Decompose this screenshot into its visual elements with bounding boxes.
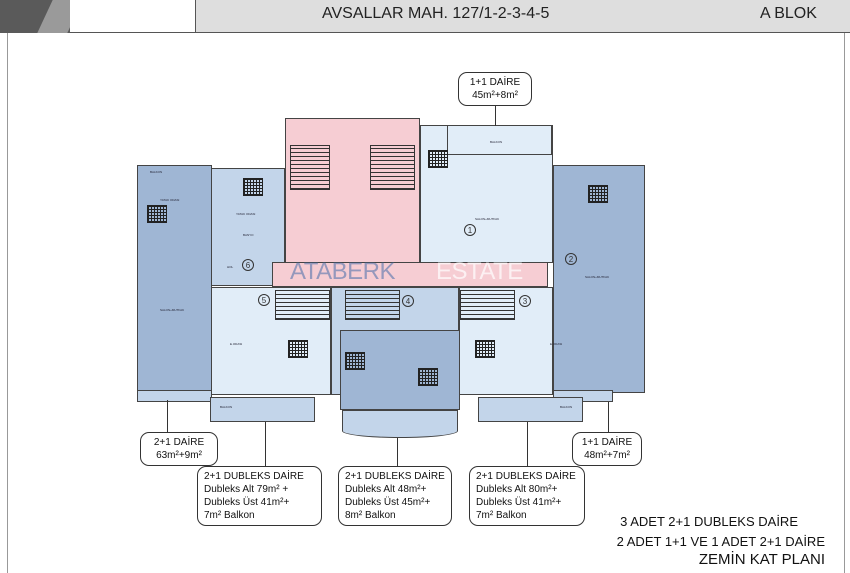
leader-line [167,400,168,432]
leader-line [397,438,398,466]
watermark-logo: ATABERK [290,258,395,285]
callout-unit-3: 2+1 DUBLEKS DAİRE Dubleks Alt 80m²+ Dubl… [469,466,585,526]
bed-icon [475,340,495,358]
summary-line-2: 2 ADET 1+1 VE 1 ADET 2+1 DAİRE [616,534,825,549]
duplex-stairs-5 [275,290,330,320]
callout-line: 7m² Balkon [204,510,255,521]
leader-line [527,422,528,466]
callout-unit-1: 1+1 DAİRE 45m²+8m² [458,72,532,106]
unit-number: 3 [519,295,531,307]
unit-number: 2 [565,253,577,265]
callout-area: 63m²+9m² [156,450,202,461]
room-label: SALON+MUTFAK [475,217,500,221]
callout-unit-5: 2+1 DUBLEKS DAİRE Dubleks Alt 79m² + Dub… [197,466,322,526]
drawing-frame [7,33,845,573]
callout-line: Dubleks Alt 79m² + [204,484,289,495]
callout-line: Dubleks Üst 45m²+ [345,497,431,508]
unit-number: 5 [258,294,270,306]
callout-unit-6: 2+1 DAİRE 63m²+9m² [140,432,218,466]
header-bar [195,0,850,33]
callout-line: 8m² Balkon [345,510,396,521]
bed-icon [243,178,263,196]
callout-area: 45m²+8m² [472,90,518,101]
callout-line: Dubleks Üst 41m²+ [476,497,562,508]
callout-line: Dubleks Üst 41m²+ [204,497,290,508]
bed-icon [418,368,438,386]
room-label: E.ODASI [550,342,563,346]
unit-1-balcony [447,125,552,155]
callout-line: 7m² Balkon [476,510,527,521]
bed-icon [147,205,167,223]
room-label: YATAK ODASI [236,212,256,216]
callout-title: 2+1 DAİRE [153,437,205,448]
callout-line: Dubleks Alt 80m²+ [476,484,558,495]
stairs-left [290,145,330,190]
callout-title: 1+1 DAİRE [581,437,633,448]
bed-icon [428,150,448,168]
project-title: AVSALLAR MAH. 127/1-2-3-4-5 [322,5,550,22]
leader-line [265,422,266,466]
callout-title: 2+1 DUBLEKS DAİRE [345,471,445,482]
summary-line-1: 3 ADET 2+1 DUBLEKS DAİRE [620,514,798,529]
room-label: E.ODASI [230,342,243,346]
unit-4-bay-balcony [342,410,458,438]
room-label: BANYO [243,233,254,237]
unit-number: 4 [402,295,414,307]
unit-2-wing [553,165,645,393]
block-label: A BLOK [760,5,817,22]
header-logo-area [70,0,195,33]
callout-title: 1+1 DAİRE [469,77,521,88]
leader-line [495,104,496,126]
bed-icon [588,185,608,203]
callout-area: 48m²+7m² [584,450,630,461]
callout-line: Dubleks Alt 48m²+ [345,484,427,495]
room-label: SALON+MUTFAK [160,308,185,312]
bed-icon [345,352,365,370]
duplex-stairs-3 [460,290,515,320]
unit-5-balcony [210,397,315,422]
callout-title: 2+1 DUBLEKS DAİRE [204,471,304,482]
room-label: HOL [227,265,234,269]
watermark-logo: ESTATE [436,258,523,285]
plan-title: ZEMİN KAT PLANI [698,551,825,568]
room-label: SALON+MUTFAK [585,275,610,279]
corridor [272,262,548,287]
callout-title: 2+1 DUBLEKS DAİRE [476,471,576,482]
duplex-stairs-4 [345,290,400,320]
unit-6-balcony [137,390,212,402]
unit-number: 6 [242,259,254,271]
room-label: BALKON [150,170,163,174]
room-label: BALKON [220,405,233,409]
unit-3-balcony [478,397,583,422]
stairs-right [370,145,415,190]
leader-line [608,402,609,432]
callout-unit-2: 1+1 DAİRE 48m²+7m² [572,432,642,466]
room-label: YATAK ODASI [160,198,180,202]
room-label: BALKON [560,405,573,409]
unit-number: 1 [464,224,476,236]
room-label: BALKON [490,140,503,144]
bed-icon [288,340,308,358]
unit-4-bedrooms [340,330,460,410]
callout-unit-4: 2+1 DUBLEKS DAİRE Dubleks Alt 48m²+ Dubl… [338,466,452,526]
